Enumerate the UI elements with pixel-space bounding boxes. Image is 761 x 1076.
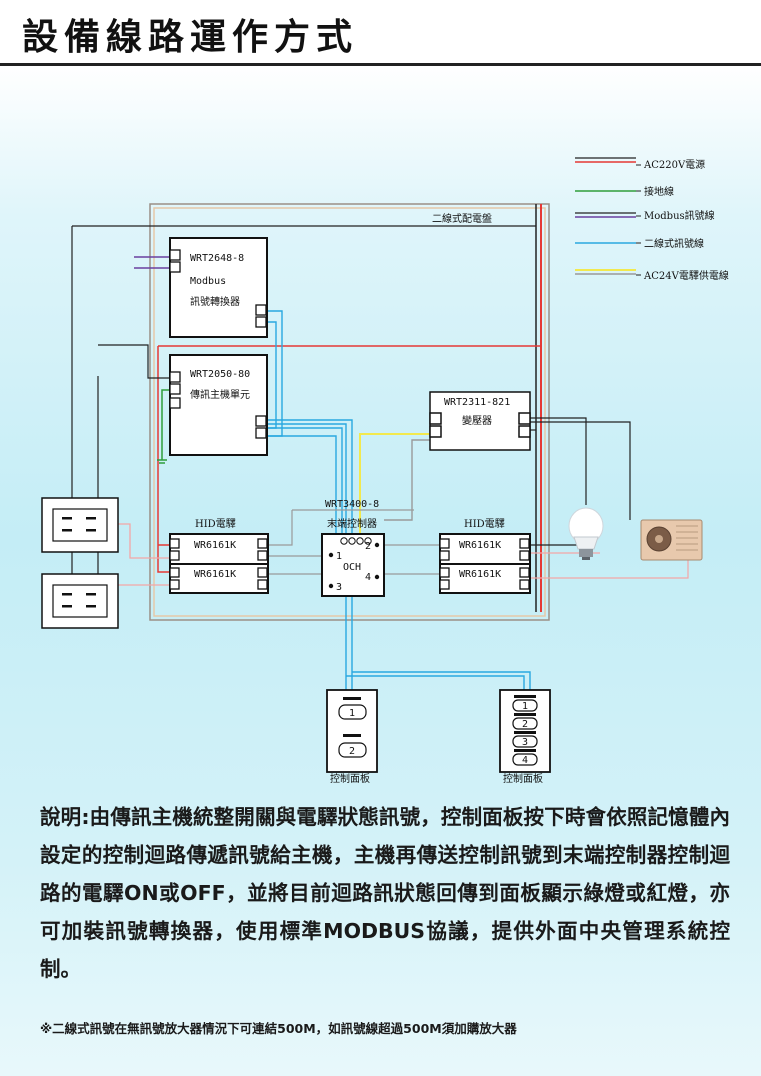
legend-label-ground: 接地線	[644, 185, 674, 198]
panel2-label: 控制面板	[503, 772, 543, 785]
panel2-button-2: 2	[522, 719, 528, 730]
host-model: WRT2050-80	[190, 369, 250, 380]
footnote-text: ※二線式訊號在無訊號放大器情況下可連結500M，如訊號線超過500M須加購放大器	[40, 1021, 517, 1036]
converter-model: WRT2648-8	[190, 253, 244, 264]
converter-protocol: Modbus	[190, 276, 226, 287]
panel2-button-4: 4	[522, 755, 528, 766]
legend-label-two-wire: 二線式訊號線	[644, 237, 704, 250]
relay-left-title: HID電驛	[195, 518, 236, 530]
host-unit-module: WRT2050-80 傳訊主機單元	[169, 354, 268, 456]
relay-right-unit2: WR6161K	[459, 569, 501, 580]
relay-left-unit1: WR6161K	[194, 540, 236, 551]
legend-label-ac24: AC24V電驛供電線	[643, 269, 729, 282]
transformer-name: 變壓器	[462, 414, 492, 427]
host-name: 傳訊主機單元	[190, 388, 250, 401]
legend-label-modbus: Modbus訊號線	[644, 209, 715, 222]
transformer-module: WRT2311-821 變壓器	[429, 391, 531, 451]
header-divider	[0, 63, 761, 66]
terminal-ch2: 2	[365, 541, 371, 552]
panel-inner-border	[153, 207, 546, 617]
terminal-ch1: 1	[336, 551, 342, 562]
terminal-ch4: 4	[365, 572, 371, 583]
description-text: 說明:由傳訊主機統整開關與電驛狀態訊號，控制面板按下時會依照記憶體內設定的控制迴…	[40, 805, 730, 981]
legend: AC220V電源 接地線 Modbus訊號線 二線式訊號線 AC24V電驛供電線	[575, 157, 729, 282]
panel2-button-3: 3	[522, 737, 528, 748]
modbus-converter-module: WRT2648-8 Modbus 訊號轉換器	[169, 237, 268, 338]
terminal-controller-module: WRT3400-8 末端控制器 1 2 OCH 4 3	[321, 499, 385, 597]
panel1-button-2: 2	[349, 746, 355, 757]
light-bulb-icon	[568, 507, 604, 560]
terminal-ch3: 3	[336, 582, 342, 593]
control-panel-4-button: 1 2 3 4 控制面板	[499, 689, 551, 785]
terminal-name: 末端控制器	[327, 517, 377, 530]
relay-group-right: HID電驛 WR6161K WR6161K	[439, 518, 531, 594]
relay-group-left: HID電驛 WR6161K WR6161K	[169, 518, 269, 594]
relay-right-title: HID電驛	[464, 518, 505, 530]
panel1-label: 控制面板	[330, 772, 370, 785]
legend-label-ac220: AC220V電源	[643, 158, 705, 171]
wall-outlet-icon	[41, 497, 119, 553]
converter-name: 訊號轉換器	[190, 295, 240, 308]
distribution-panel: 二線式配電盤	[149, 203, 550, 621]
panel-outer-border	[149, 203, 550, 621]
wiring-diagram: AC220V電源 接地線 Modbus訊號線 二線式訊號線 AC24V電驛供電線…	[41, 157, 729, 785]
wires	[71, 204, 689, 690]
panel2-button-1: 1	[522, 701, 528, 712]
page-title: 設備線路運作方式	[22, 16, 359, 58]
wall-outlet-icon	[41, 573, 119, 629]
terminal-och: OCH	[343, 562, 361, 573]
panel-label: 二線式配電盤	[432, 212, 492, 225]
control-panel-2-button: 1 2 控制面板	[326, 689, 378, 785]
panel1-button-1: 1	[349, 708, 355, 719]
terminal-model: WRT3400-8	[325, 499, 379, 510]
relay-left-unit2: WR6161K	[194, 569, 236, 580]
transformer-model: WRT2311-821	[444, 397, 510, 408]
air-conditioner-icon	[640, 519, 703, 561]
relay-right-unit1: WR6161K	[459, 540, 501, 551]
